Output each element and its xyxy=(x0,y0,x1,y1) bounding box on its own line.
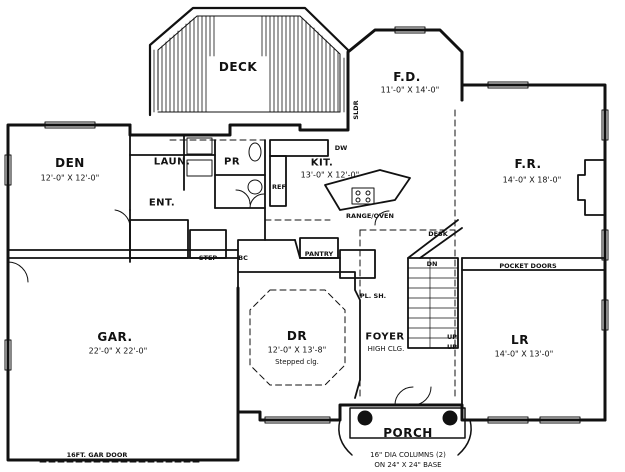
label-columns-line2: ON 24" X 24" BASE xyxy=(374,461,442,469)
doors xyxy=(8,190,431,405)
label-pocket-doors: POCKET DOORS xyxy=(499,262,557,270)
deck-area xyxy=(150,8,348,118)
label-dw: DW xyxy=(334,144,348,152)
label-desk: DESK xyxy=(428,230,448,238)
room-fr-name: F.R. xyxy=(514,157,542,171)
dining-ceiling-outline xyxy=(250,290,345,385)
room-fd-dims: 11'-0" X 14'-0" xyxy=(380,85,440,95)
room-den-dims: 12'-0" X 12'-0" xyxy=(40,173,100,183)
room-lr-dims: 14'-0" X 13'-0" xyxy=(494,349,554,359)
label-up-2: UP xyxy=(446,343,458,351)
room-lr-name: LR xyxy=(511,333,529,347)
room-dr-note: Stepped clg. xyxy=(275,358,319,366)
label-sliders: SLDR xyxy=(352,100,360,120)
room-fr-dims: 14'-0" X 18'-0" xyxy=(502,175,562,185)
windows xyxy=(5,27,608,423)
room-pr-name: PR xyxy=(223,156,241,168)
label-step: STEP xyxy=(198,254,218,262)
room-dr-name: DR xyxy=(286,329,308,343)
room-fd-name: F.D. xyxy=(393,70,421,84)
label-bc: BC xyxy=(238,254,248,262)
room-kit-name: KIT. xyxy=(310,157,334,169)
room-foyer-note: HIGH CLG. xyxy=(367,345,405,353)
room-den-name: DEN xyxy=(55,156,85,170)
label-columns-line1: 16" DIA COLUMNS (2) xyxy=(370,451,446,459)
room-dr-dims: 12'-0" X 13'-8" xyxy=(267,345,327,355)
room-deck-name: DECK xyxy=(218,60,258,74)
room-gar-name: GAR. xyxy=(97,330,133,344)
label-plant-shelf: PL. SH. xyxy=(359,292,387,300)
porch xyxy=(339,408,471,455)
label-dn: DN xyxy=(426,260,438,268)
label-range-oven: RANGE/OVEN xyxy=(346,212,394,220)
room-kit-dims: 13'-0" X 12'-0" xyxy=(300,170,360,180)
dashed-ceiling-lines xyxy=(170,110,455,400)
room-foyer-name: FOYER xyxy=(365,331,405,343)
exterior-walls xyxy=(8,30,605,460)
room-porch-name: PORCH xyxy=(383,426,433,440)
label-up-1: UP xyxy=(446,333,458,341)
interior-walls xyxy=(8,135,605,405)
room-laun-name: LAUN. xyxy=(153,156,191,168)
room-gar-dims: 22'-0" X 22'-0" xyxy=(88,346,148,356)
label-pantry: PANTRY xyxy=(304,250,334,258)
room-ent-name: ENT. xyxy=(148,197,176,209)
label-ref: REF xyxy=(272,183,286,191)
label-garage-door: 16FT. GAR DOOR xyxy=(66,451,128,459)
